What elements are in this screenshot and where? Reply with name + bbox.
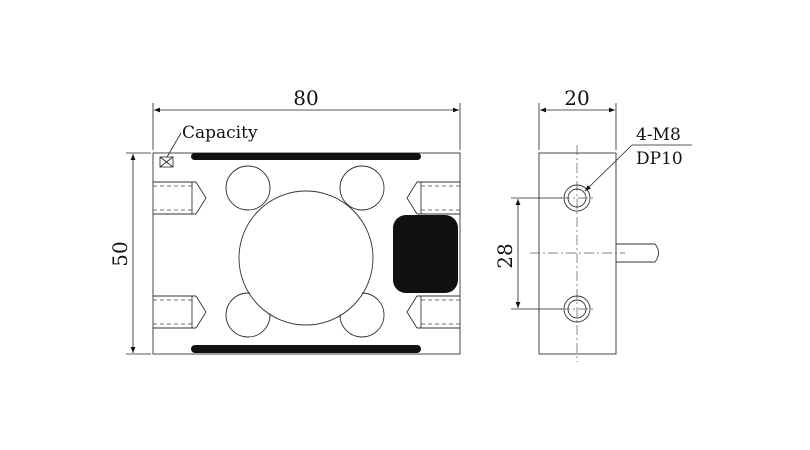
capacity-label: Capacity [182,123,258,143]
side-width-dim: 20 [564,86,589,110]
bottom-slot [191,345,421,353]
cable [616,243,659,263]
thread-hole-left-bottom [153,295,207,329]
thread-label: 4-M8 [636,125,681,145]
central-cutout [225,165,385,338]
thread-hole-right-top [406,181,460,215]
spacing-dim: 28 [493,243,517,268]
potting-pad [393,215,458,293]
front-width-dim: 80 [293,86,318,110]
side-hole-top [560,184,594,212]
front-height-dim: 50 [108,241,132,266]
thread-hole-left-top [153,181,207,215]
side-view: 20 28 4-M8 DP10 [493,86,692,362]
capacity-marker-icon [159,156,174,168]
depth-label: DP10 [636,149,683,169]
thread-note-leader [584,144,633,192]
side-body-outline [538,152,617,355]
side-hole-bottom [560,295,594,323]
capacity-leader [166,132,182,158]
top-slot [191,153,421,160]
thread-hole-right-bottom [406,295,460,329]
front-view: Capacity [108,86,461,355]
